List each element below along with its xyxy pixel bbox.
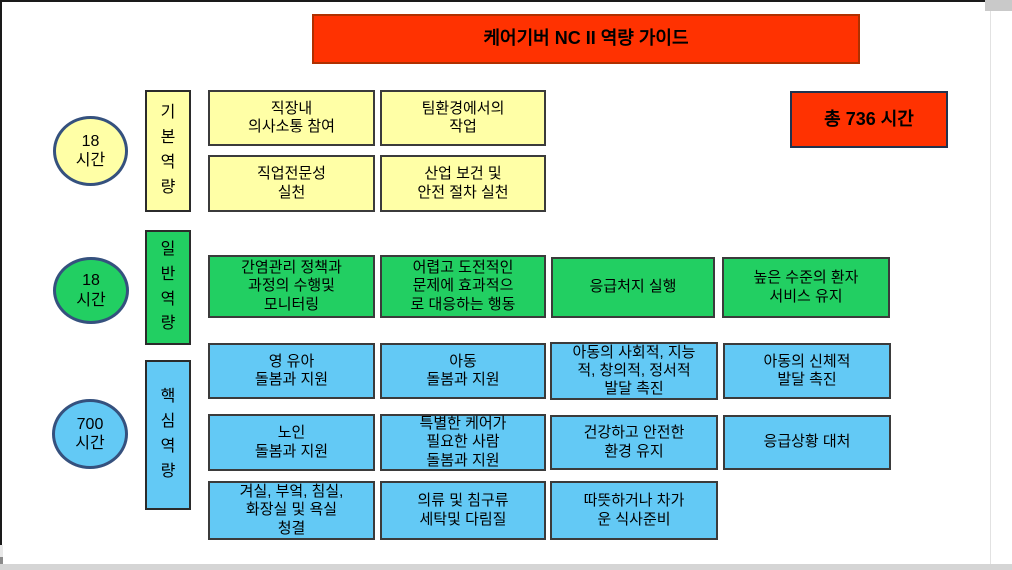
hours-label-basic: 18 시간 [75,132,106,169]
box-label: 아동의 사회적, 지능 적, 창의적, 정서적 발달 촉진 [572,343,696,398]
box-label: 특별한 케어가 필요한 사람 돌봄과 지원 [419,415,507,469]
box-label: 높은 수준의 환자 서비스 유지 [753,269,859,305]
category-label-core: 핵 심 역 량 [145,360,191,510]
general-competency-box: 응급처지 실행 [551,257,715,318]
core-competency-box: 의류 및 침구류 세탁및 다림질 [380,481,546,540]
category-text: 핵 심 역 량 [160,388,176,480]
core-competency-box: 겨실, 부엌, 침실, 화장실 및 욕실 청결 [208,481,375,540]
total-hours-badge: 총 736 시간 [790,91,948,148]
page-title: 케어기버 NC II 역량 가이드 [483,28,689,49]
left-scrollbar-thumb [0,557,3,569]
box-label: 아동 돌봄과 지원 [426,352,500,388]
box-label: 건강하고 안전한 환경 유지 [583,424,685,460]
category-text: 일 반 역 량 [160,240,176,333]
core-competency-box: 따뜻하거나 차가 운 식사준비 [550,481,718,540]
general-competency-box: 어렵고 도전적인 문제에 효과적으 로 대응하는 행동 [380,255,546,318]
core-competency-box: 영 유아 돌봄과 지원 [208,343,375,399]
hours-label-general: 18 시간 [76,272,106,309]
box-label: 직업전문성 실천 [256,165,326,201]
box-label: 팀환경에서의 작업 [421,99,505,135]
category-label-basic: 기 본 역 량 [145,90,191,212]
box-label: 산업 보건 및 안전 절차 실천 [417,165,509,201]
box-label: 응급상황 대처 [763,433,851,451]
hours-ellipse-core: 700 시간 [52,399,128,469]
core-competency-box: 건강하고 안전한 환경 유지 [550,415,718,470]
slide-border-top [0,0,990,2]
core-competency-box: 아동의 신체적 발달 촉진 [723,343,891,399]
basic-competency-box: 직업전문성 실천 [208,155,375,212]
box-label: 의류 및 침구류 세탁및 다림질 [417,492,509,528]
hours-ellipse-basic: 18 시간 [53,116,128,186]
total-hours-label: 총 736 시간 [824,108,914,129]
title-banner: 케어기버 NC II 역량 가이드 [312,14,860,64]
scrollbar-thumb[interactable] [985,0,1012,11]
box-label: 겨실, 부엌, 침실, 화장실 및 욕실 청결 [239,483,344,537]
box-label: 직장내 의사소통 참여 [248,99,335,135]
box-label: 따뜻하거나 차가 운 식사준비 [583,492,685,528]
hours-ellipse-general: 18 시간 [53,257,129,324]
box-label: 응급처지 실행 [589,278,677,296]
box-label: 아동의 신체적 발달 촉진 [763,352,851,388]
slide-border-left [0,0,2,545]
box-label: 어렵고 도전적인 문제에 효과적으 로 대응하는 행동 [410,259,516,313]
category-label-general: 일 반 역 량 [145,230,191,345]
core-competency-box: 응급상황 대처 [723,415,891,470]
box-label: 노인 돌봄과 지원 [254,424,329,460]
general-competency-box: 간염관리 정책과 과정의 수행및 모니터링 [208,255,375,318]
core-competency-box: 특별한 케어가 필요한 사람 돌봄과 지원 [380,414,546,471]
slide-edge-right [990,0,991,564]
core-competency-box: 아동 돌봄과 지원 [380,343,546,399]
basic-competency-box: 산업 보건 및 안전 절차 실천 [380,155,546,212]
general-competency-box: 높은 수준의 환자 서비스 유지 [722,257,890,318]
core-competency-box: 노인 돌봄과 지원 [208,414,375,471]
box-label: 간염관리 정책과 과정의 수행및 모니터링 [241,259,342,313]
category-text: 기 본 역 량 [160,104,176,196]
basic-competency-box: 직장내 의사소통 참여 [208,90,375,146]
core-competency-box: 아동의 사회적, 지능 적, 창의적, 정서적 발달 촉진 [550,342,718,400]
window-edge-bottom [0,564,1012,570]
basic-competency-box: 팀환경에서의 작업 [380,90,546,146]
hours-label-core: 700 시간 [75,415,105,452]
box-label: 영 유아 돌봄과 지원 [254,352,329,388]
